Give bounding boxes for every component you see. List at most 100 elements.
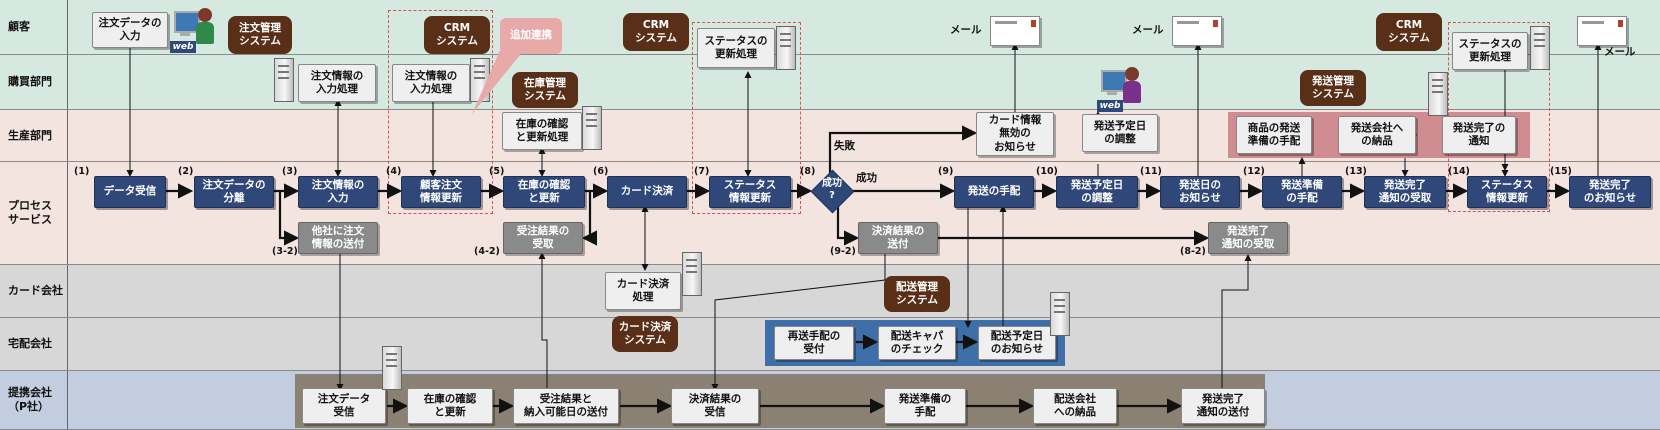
step-number: (1) xyxy=(74,166,90,177)
system-label: 配送管理 システム xyxy=(896,280,938,306)
callout-additional-integration: 追加連携 xyxy=(500,18,562,54)
step-number: (8-2) xyxy=(1180,246,1206,257)
step-label: データ受信 xyxy=(103,185,157,198)
purchasing-order-input-label-2: 注文情報の 入力処理 xyxy=(404,69,458,95)
customer-status-update-2[interactable]: ステータスの 更新処理 xyxy=(1452,32,1528,70)
substep-send-order-partner[interactable]: 他社に注文 情報の送付 xyxy=(298,222,378,254)
system-tag-stock-mgmt: 在庫管理 システム xyxy=(512,72,578,108)
partner-complete-notice[interactable]: 発送完了 通知の送付 xyxy=(1181,388,1265,424)
delivery-resend-label: 再送手配の 受付 xyxy=(787,329,841,355)
process-step-status-update[interactable]: ステータス 情報更新 xyxy=(709,176,791,208)
customer-order-entry[interactable]: 注文データの 入力 xyxy=(92,12,168,48)
partner-step-label: 在庫の確認 と更新 xyxy=(423,392,477,418)
substep-receive-complete[interactable]: 発送完了 通知の受取 xyxy=(1208,222,1288,254)
system-label: CRM システム xyxy=(635,18,677,44)
step-number: (14) xyxy=(1448,166,1470,177)
step-label: ステータス 情報更新 xyxy=(723,178,777,204)
step-number: (9) xyxy=(938,166,954,177)
system-label: 発送管理 システム xyxy=(1312,74,1354,100)
partner-deliver[interactable]: 配送会社 への納品 xyxy=(1033,388,1117,424)
process-step-complete-notice[interactable]: 発送完了 のお知らせ xyxy=(1569,176,1651,208)
production-deliver[interactable]: 発送会社へ の納品 xyxy=(1338,116,1416,154)
customer-status-update[interactable]: ステータスの 更新処理 xyxy=(697,28,775,68)
partner-stock-update[interactable]: 在庫の確認 と更新 xyxy=(407,388,493,424)
step-label: カード決済 xyxy=(620,185,674,198)
process-step-card-payment[interactable]: カード決済 xyxy=(607,176,687,208)
process-step-complete-receive[interactable]: 発送完了 通知の受取 xyxy=(1364,176,1446,208)
process-step-status-update-2[interactable]: ステータス 情報更新 xyxy=(1467,176,1547,208)
step-number: (6) xyxy=(593,166,609,177)
production-card-invalid-notice[interactable]: カード情報 無効の お知らせ xyxy=(976,112,1054,156)
production-complete-notice[interactable]: 発送完了の 通知 xyxy=(1442,116,1516,154)
step-number: (4) xyxy=(386,166,402,177)
process-step-ship-arrange[interactable]: 発送の手配 xyxy=(954,176,1034,208)
production-arrange-shipment[interactable]: 商品の発送 準備の手配 xyxy=(1236,116,1312,154)
lane-label: 宅配会社 xyxy=(0,318,68,370)
server-icon xyxy=(274,58,294,102)
delivery-notice-label: 配送予定日 のお知らせ xyxy=(990,329,1044,355)
production-ship-date-adjust[interactable]: 発送予定日 の調整 xyxy=(1082,114,1158,152)
delivery-capacity-check[interactable]: 配送キャパ のチェック xyxy=(878,326,956,360)
step-label: 注文データの 分離 xyxy=(202,178,266,204)
server-icon xyxy=(1428,72,1448,116)
process-step-ship-date-adjust[interactable]: 発送予定日 の調整 xyxy=(1056,176,1138,208)
process-step-stock-update[interactable]: 在庫の確認 と更新 xyxy=(503,176,585,208)
production-complete-label: 発送完了の 通知 xyxy=(1452,121,1506,147)
system-label: CRM システム xyxy=(436,21,478,47)
system-tag-order-mgmt: 注文管理 システム xyxy=(228,16,292,54)
delivery-resend-accept[interactable]: 再送手配の 受付 xyxy=(774,326,854,360)
web-label: web xyxy=(1097,100,1123,112)
web-label: web xyxy=(170,41,196,53)
step-number: (3) xyxy=(282,166,298,177)
partner-ship-prep[interactable]: 発送準備の 手配 xyxy=(884,388,966,424)
server-icon xyxy=(1530,26,1550,70)
step-number: (15) xyxy=(1550,166,1572,177)
purchasing-order-input[interactable]: 注文情報の 入力処理 xyxy=(298,64,376,102)
mail-icon xyxy=(990,16,1040,46)
substep-receive-order-result[interactable]: 受注結果の 受取 xyxy=(503,222,583,254)
system-tag-card: カード決済 システム xyxy=(612,316,678,352)
mail-label: メール xyxy=(1132,24,1164,36)
purchasing-order-input-label: 注文情報の 入力処理 xyxy=(310,69,364,95)
delivery-date-notice[interactable]: 配送予定日 のお知らせ xyxy=(978,326,1056,360)
customer-status-label: ステータスの 更新処理 xyxy=(704,34,768,60)
server-icon xyxy=(682,252,702,296)
system-tag-delivery-mgmt: 配送管理 システム xyxy=(884,276,950,312)
process-step-ship-prep[interactable]: 発送準備 の手配 xyxy=(1262,176,1342,208)
step-label: 発送日の お知らせ xyxy=(1179,178,1221,204)
step-label: ステータス 情報更新 xyxy=(1480,178,1534,204)
step-number: (13) xyxy=(1345,166,1367,177)
system-label: カード決済 システム xyxy=(618,320,672,346)
process-step-order-input[interactable]: 注文情報の 入力 xyxy=(298,176,378,208)
callout-pointer xyxy=(472,50,524,114)
step-label: 発送完了 通知の受取 xyxy=(1221,224,1275,250)
substep-send-payment-result[interactable]: 決済結果の 送付 xyxy=(858,222,938,254)
partner-receive-order[interactable]: 注文データ 受信 xyxy=(302,388,386,424)
partner-step-label: 配送会社 への納品 xyxy=(1054,392,1096,418)
step-label: 注文情報の 入力 xyxy=(311,178,365,204)
production-card-invalid-label: カード情報 無効の お知らせ xyxy=(988,114,1042,153)
step-number: (3-2) xyxy=(272,246,298,257)
branch-failure-label: 失敗 xyxy=(834,140,855,152)
production-stock-check[interactable]: 在庫の確認 と更新処理 xyxy=(502,112,582,150)
process-step-ship-day-notice[interactable]: 発送日の お知らせ xyxy=(1160,176,1240,208)
purchasing-order-input-2[interactable]: 注文情報の 入力処理 xyxy=(392,64,470,102)
step-number: (4-2) xyxy=(474,246,500,257)
process-step-customer-update[interactable]: 顧客注文 情報更新 xyxy=(401,176,481,208)
partner-send-result[interactable]: 受注結果と 納入可能日の送付 xyxy=(513,388,619,424)
customer-order-entry-label: 注文データの 入力 xyxy=(98,16,162,42)
partner-step-label: 受注結果と 納入可能日の送付 xyxy=(524,392,608,418)
lane-label: 購買部門 xyxy=(0,55,68,109)
lane-label: 提携会社 （P社） xyxy=(0,371,68,429)
step-number: (7) xyxy=(694,166,710,177)
partner-step-label: 注文データ 受信 xyxy=(317,392,371,418)
process-step-data-receive[interactable]: データ受信 xyxy=(94,176,166,208)
partner-step-label: 発送完了 通知の送付 xyxy=(1196,392,1250,418)
system-tag-ship-mgmt: 発送管理 システム xyxy=(1300,70,1366,106)
card-payment-process[interactable]: カード決済 処理 xyxy=(605,272,681,310)
partner-payment-receive[interactable]: 決済結果の 受信 xyxy=(671,388,759,424)
lane-label: プロセス サービス xyxy=(0,162,68,264)
step-label: 受注結果の 受取 xyxy=(516,224,570,250)
process-step-split-order[interactable]: 注文データの 分離 xyxy=(194,176,274,208)
decision-diamond[interactable]: 成功 ? xyxy=(810,169,855,214)
